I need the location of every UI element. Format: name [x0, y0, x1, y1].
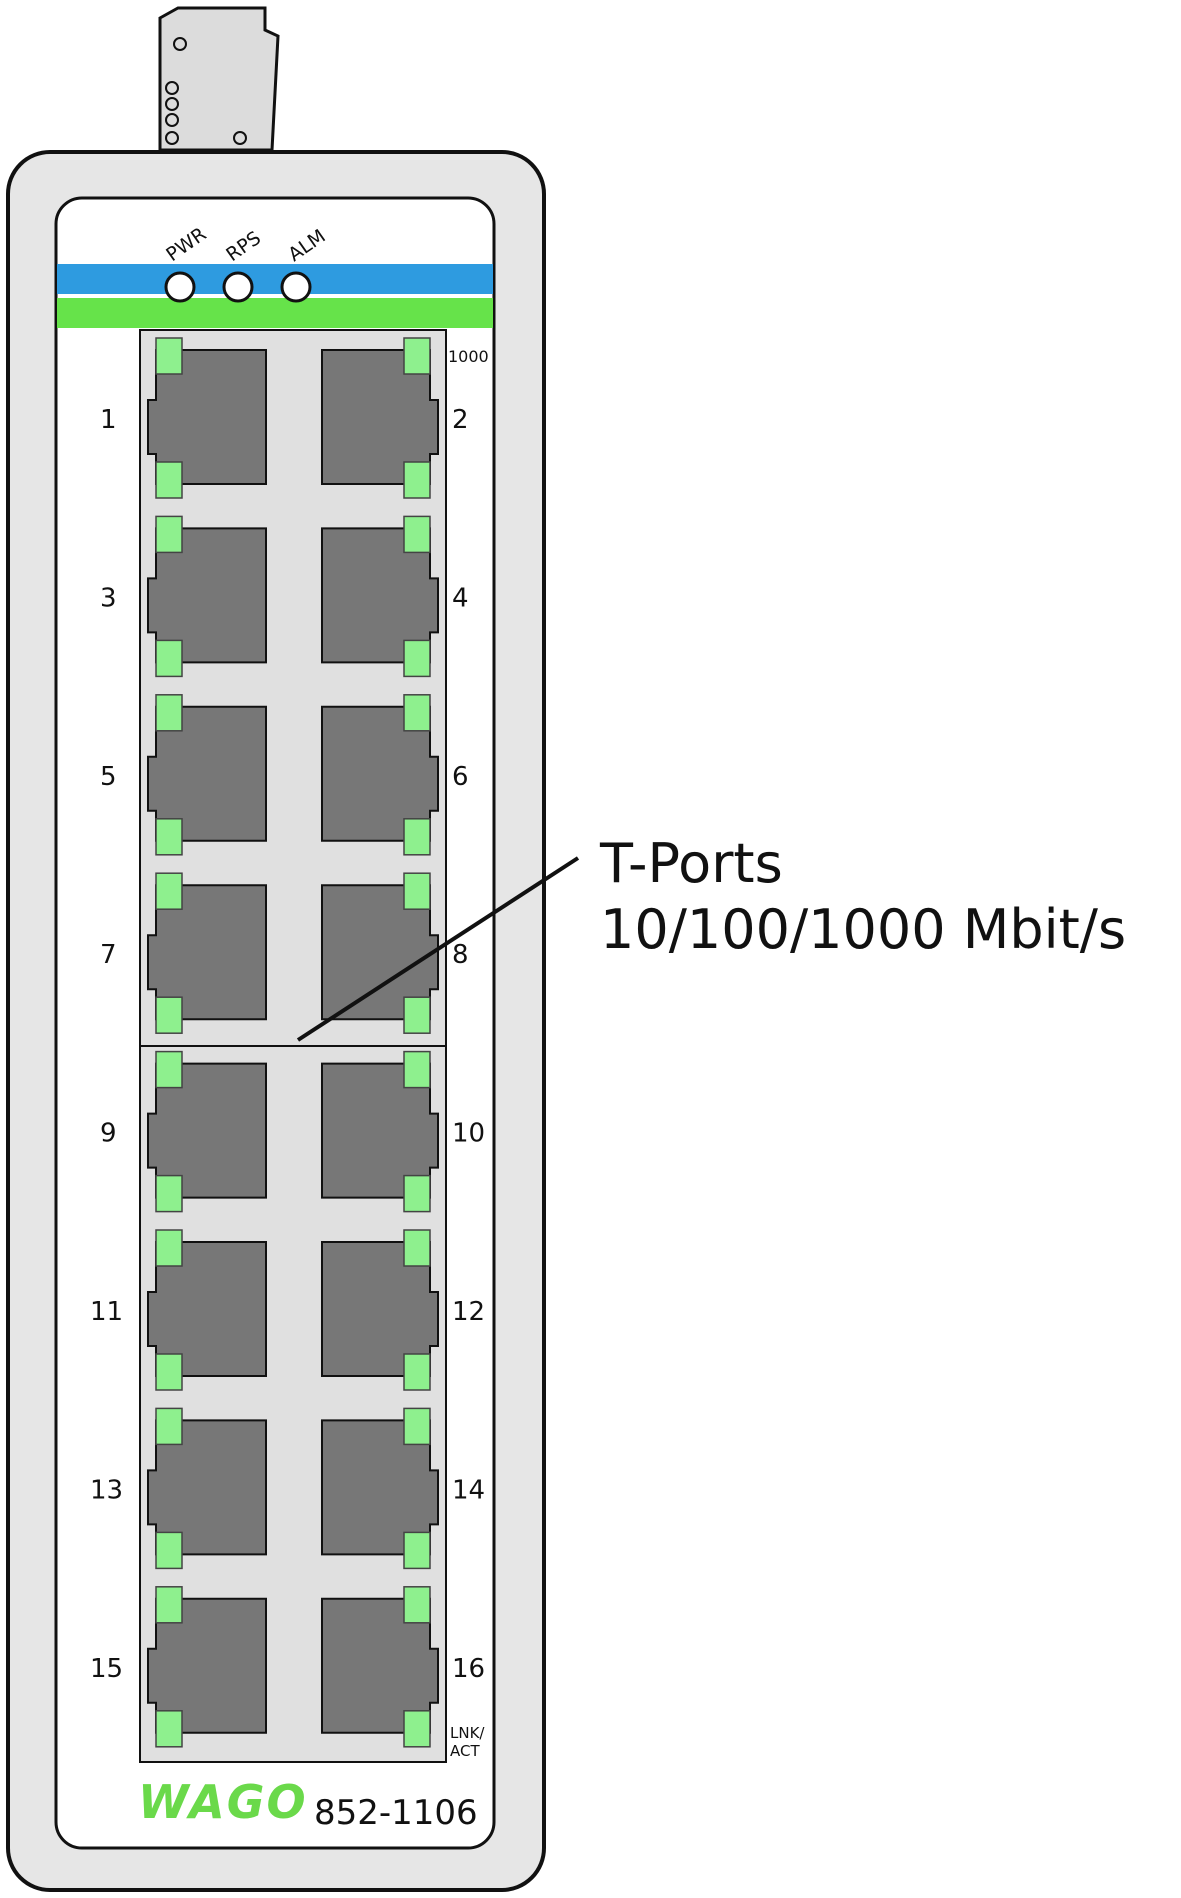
link-led: [155, 1174, 183, 1213]
link-led: [155, 461, 183, 499]
port-number-10: 10: [452, 1119, 485, 1149]
port-12: [321, 1229, 439, 1391]
port-6: [321, 694, 439, 856]
port-3: [147, 515, 267, 678]
port-body: [147, 884, 267, 1021]
port-number-7: 7: [100, 940, 117, 970]
link-led: [155, 1353, 183, 1391]
port-9: [147, 1050, 267, 1213]
link-led: [403, 996, 431, 1034]
port-5: [147, 694, 267, 856]
callout-line: [296, 856, 580, 1042]
link-led: [403, 461, 431, 499]
link-led: [403, 818, 431, 856]
link-led: [403, 639, 431, 678]
speed-led: [155, 337, 183, 375]
port-number-1: 1: [100, 405, 117, 435]
port-number-15: 15: [90, 1654, 123, 1684]
port-body: [147, 1062, 267, 1199]
speed-led: [155, 1050, 183, 1089]
port-number-2: 2: [452, 405, 469, 435]
port-11: [147, 1229, 267, 1391]
port-number-4: 4: [452, 583, 469, 613]
port-body: [147, 705, 267, 842]
led-label-1000: 1000: [448, 347, 489, 366]
port-13: [147, 1407, 267, 1570]
port-number-13: 13: [90, 1475, 123, 1505]
link-led: [403, 1710, 431, 1748]
speed-led: [403, 1586, 431, 1624]
speed-led: [155, 872, 183, 910]
link-led: [403, 1531, 431, 1570]
port-4: [321, 515, 439, 678]
port-number-6: 6: [452, 762, 469, 792]
link-led: [155, 996, 183, 1034]
link-led: [403, 1174, 431, 1213]
callout-speed: 10/100/1000 Mbit/s: [600, 898, 1126, 961]
port-number-16: 16: [452, 1654, 485, 1684]
speed-led: [403, 515, 431, 554]
link-led: [155, 818, 183, 856]
speed-led: [155, 1229, 183, 1267]
din-rail-clip: [158, 6, 280, 152]
port-number-5: 5: [100, 762, 117, 792]
link-led: [155, 639, 183, 678]
speed-led: [155, 1586, 183, 1624]
port-body: [147, 1419, 267, 1556]
speed-led: [403, 1407, 431, 1446]
port-number-9: 9: [100, 1119, 117, 1149]
speed-led: [403, 694, 431, 732]
model-number: 852-1106: [314, 1793, 478, 1833]
port-10: [321, 1050, 439, 1213]
port-16: [321, 1586, 439, 1748]
port-1: [147, 337, 267, 499]
pwr-led: [164, 271, 196, 303]
port-number-8: 8: [452, 940, 469, 970]
speed-led: [403, 1050, 431, 1089]
port-body: [147, 527, 267, 664]
callout-title: T-Ports: [599, 832, 783, 895]
port-14: [321, 1407, 439, 1570]
port-15: [147, 1586, 267, 1748]
speed-led: [155, 694, 183, 732]
port-number-12: 12: [452, 1297, 485, 1327]
ports: [147, 337, 439, 1748]
port-number-11: 11: [90, 1297, 123, 1327]
blue-stripe: [57, 264, 493, 294]
port-body: [147, 1241, 267, 1377]
link-led: [155, 1710, 183, 1748]
green-stripe: [57, 298, 493, 328]
wago-logo: WAGO: [138, 1775, 308, 1829]
port-2: [321, 337, 439, 499]
alm-led: [280, 271, 312, 303]
speed-led: [155, 515, 183, 554]
speed-led: [403, 337, 431, 375]
speed-led: [403, 1229, 431, 1267]
port-body: [147, 1597, 267, 1734]
port-8: [321, 872, 439, 1034]
port-number-14: 14: [452, 1475, 485, 1505]
led-label-act: ACT: [450, 1742, 480, 1760]
port-number-3: 3: [100, 583, 117, 613]
rps-led: [222, 271, 254, 303]
port-body: [147, 349, 267, 485]
speed-led: [155, 1407, 183, 1446]
port-7: [147, 872, 267, 1034]
speed-led: [403, 872, 431, 910]
link-led: [403, 1353, 431, 1391]
link-led: [155, 1531, 183, 1570]
led-label-lnk: LNK/: [450, 1724, 485, 1742]
